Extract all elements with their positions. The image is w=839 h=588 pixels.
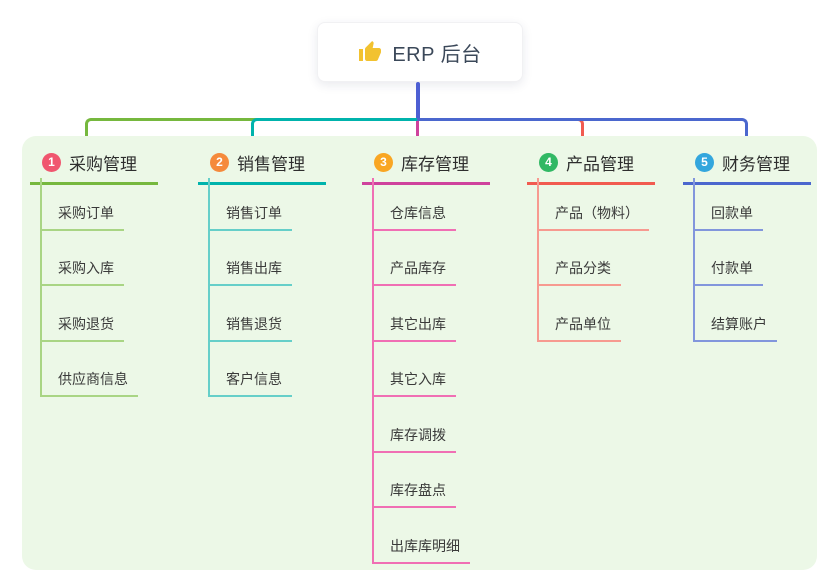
branch-spine (40, 178, 42, 397)
child-topic[interactable]: 销售订单 (208, 204, 292, 231)
branch-sales: 2 销售管理 销售订单 销售出库 销售退货 客户信息 (198, 136, 363, 570)
branch-label: 产品管理 (566, 155, 634, 174)
branch-title-product[interactable]: 4 产品管理 (527, 147, 655, 185)
child-topic[interactable]: 产品单位 (537, 315, 621, 342)
connector-branch-5 (417, 118, 748, 143)
branch-finance: 5 财务管理 回款单 付款单 结算账户 (683, 136, 839, 570)
branch-purchase: 1 采购管理 采购订单 采购入库 采购退货 供应商信息 (30, 136, 195, 570)
branch-title-finance[interactable]: 5 财务管理 (683, 147, 811, 185)
branch-product: 4 产品管理 产品（物料） 产品分类 产品单位 (527, 136, 692, 570)
child-topic[interactable]: 仓库信息 (372, 204, 456, 231)
connector-branch-2 (251, 118, 417, 143)
branch-label: 采购管理 (69, 155, 137, 174)
child-topic[interactable]: 结算账户 (693, 315, 777, 342)
branches-panel (22, 136, 817, 570)
child-topic[interactable]: 产品分类 (537, 259, 621, 286)
child-topic[interactable]: 采购入库 (40, 259, 124, 286)
branch-title-inventory[interactable]: 3 库存管理 (362, 147, 490, 185)
branch-badge: 4 (539, 153, 558, 172)
thumbs-up-icon (358, 40, 382, 64)
root-node[interactable]: ERP 后台 (317, 22, 523, 82)
child-topic[interactable]: 库存调拨 (372, 426, 456, 453)
connector-branch-3 (416, 121, 419, 143)
child-topic[interactable]: 采购退货 (40, 315, 124, 342)
branch-label: 销售管理 (237, 155, 305, 174)
branch-inventory: 3 库存管理 仓库信息 产品库存 其它出库 其它入库 库存调拨 库存盘点 出库库… (362, 136, 527, 570)
child-topic[interactable]: 其它入库 (372, 370, 456, 397)
child-topic[interactable]: 产品（物料） (537, 204, 649, 231)
branch-spine (693, 178, 695, 342)
child-topic[interactable]: 库存盘点 (372, 481, 456, 508)
child-topic[interactable]: 销售退货 (208, 315, 292, 342)
branch-badge: 1 (42, 153, 61, 172)
branch-spine (537, 178, 539, 342)
child-topic[interactable]: 采购订单 (40, 204, 124, 231)
branch-label: 财务管理 (722, 155, 790, 174)
branch-badge: 5 (695, 153, 714, 172)
branch-spine (208, 178, 210, 397)
child-topic[interactable]: 产品库存 (372, 259, 456, 286)
branch-badge: 3 (374, 153, 393, 172)
branch-title-purchase[interactable]: 1 采购管理 (30, 147, 158, 185)
branch-badge: 2 (210, 153, 229, 172)
child-topic[interactable]: 付款单 (693, 259, 763, 286)
branch-title-sales[interactable]: 2 销售管理 (198, 147, 326, 185)
child-topic[interactable]: 供应商信息 (40, 370, 138, 397)
child-topic[interactable]: 其它出库 (372, 315, 456, 342)
branch-label: 库存管理 (401, 155, 469, 174)
child-topic[interactable]: 客户信息 (208, 370, 292, 397)
root-stem-connector (416, 82, 420, 120)
child-topic[interactable]: 回款单 (693, 204, 763, 231)
branch-spine (372, 178, 374, 564)
child-topic[interactable]: 出库库明细 (372, 537, 470, 564)
connector-branch-1 (85, 118, 417, 143)
root-title: ERP 后台 (392, 43, 482, 66)
child-topic[interactable]: 销售出库 (208, 259, 292, 286)
